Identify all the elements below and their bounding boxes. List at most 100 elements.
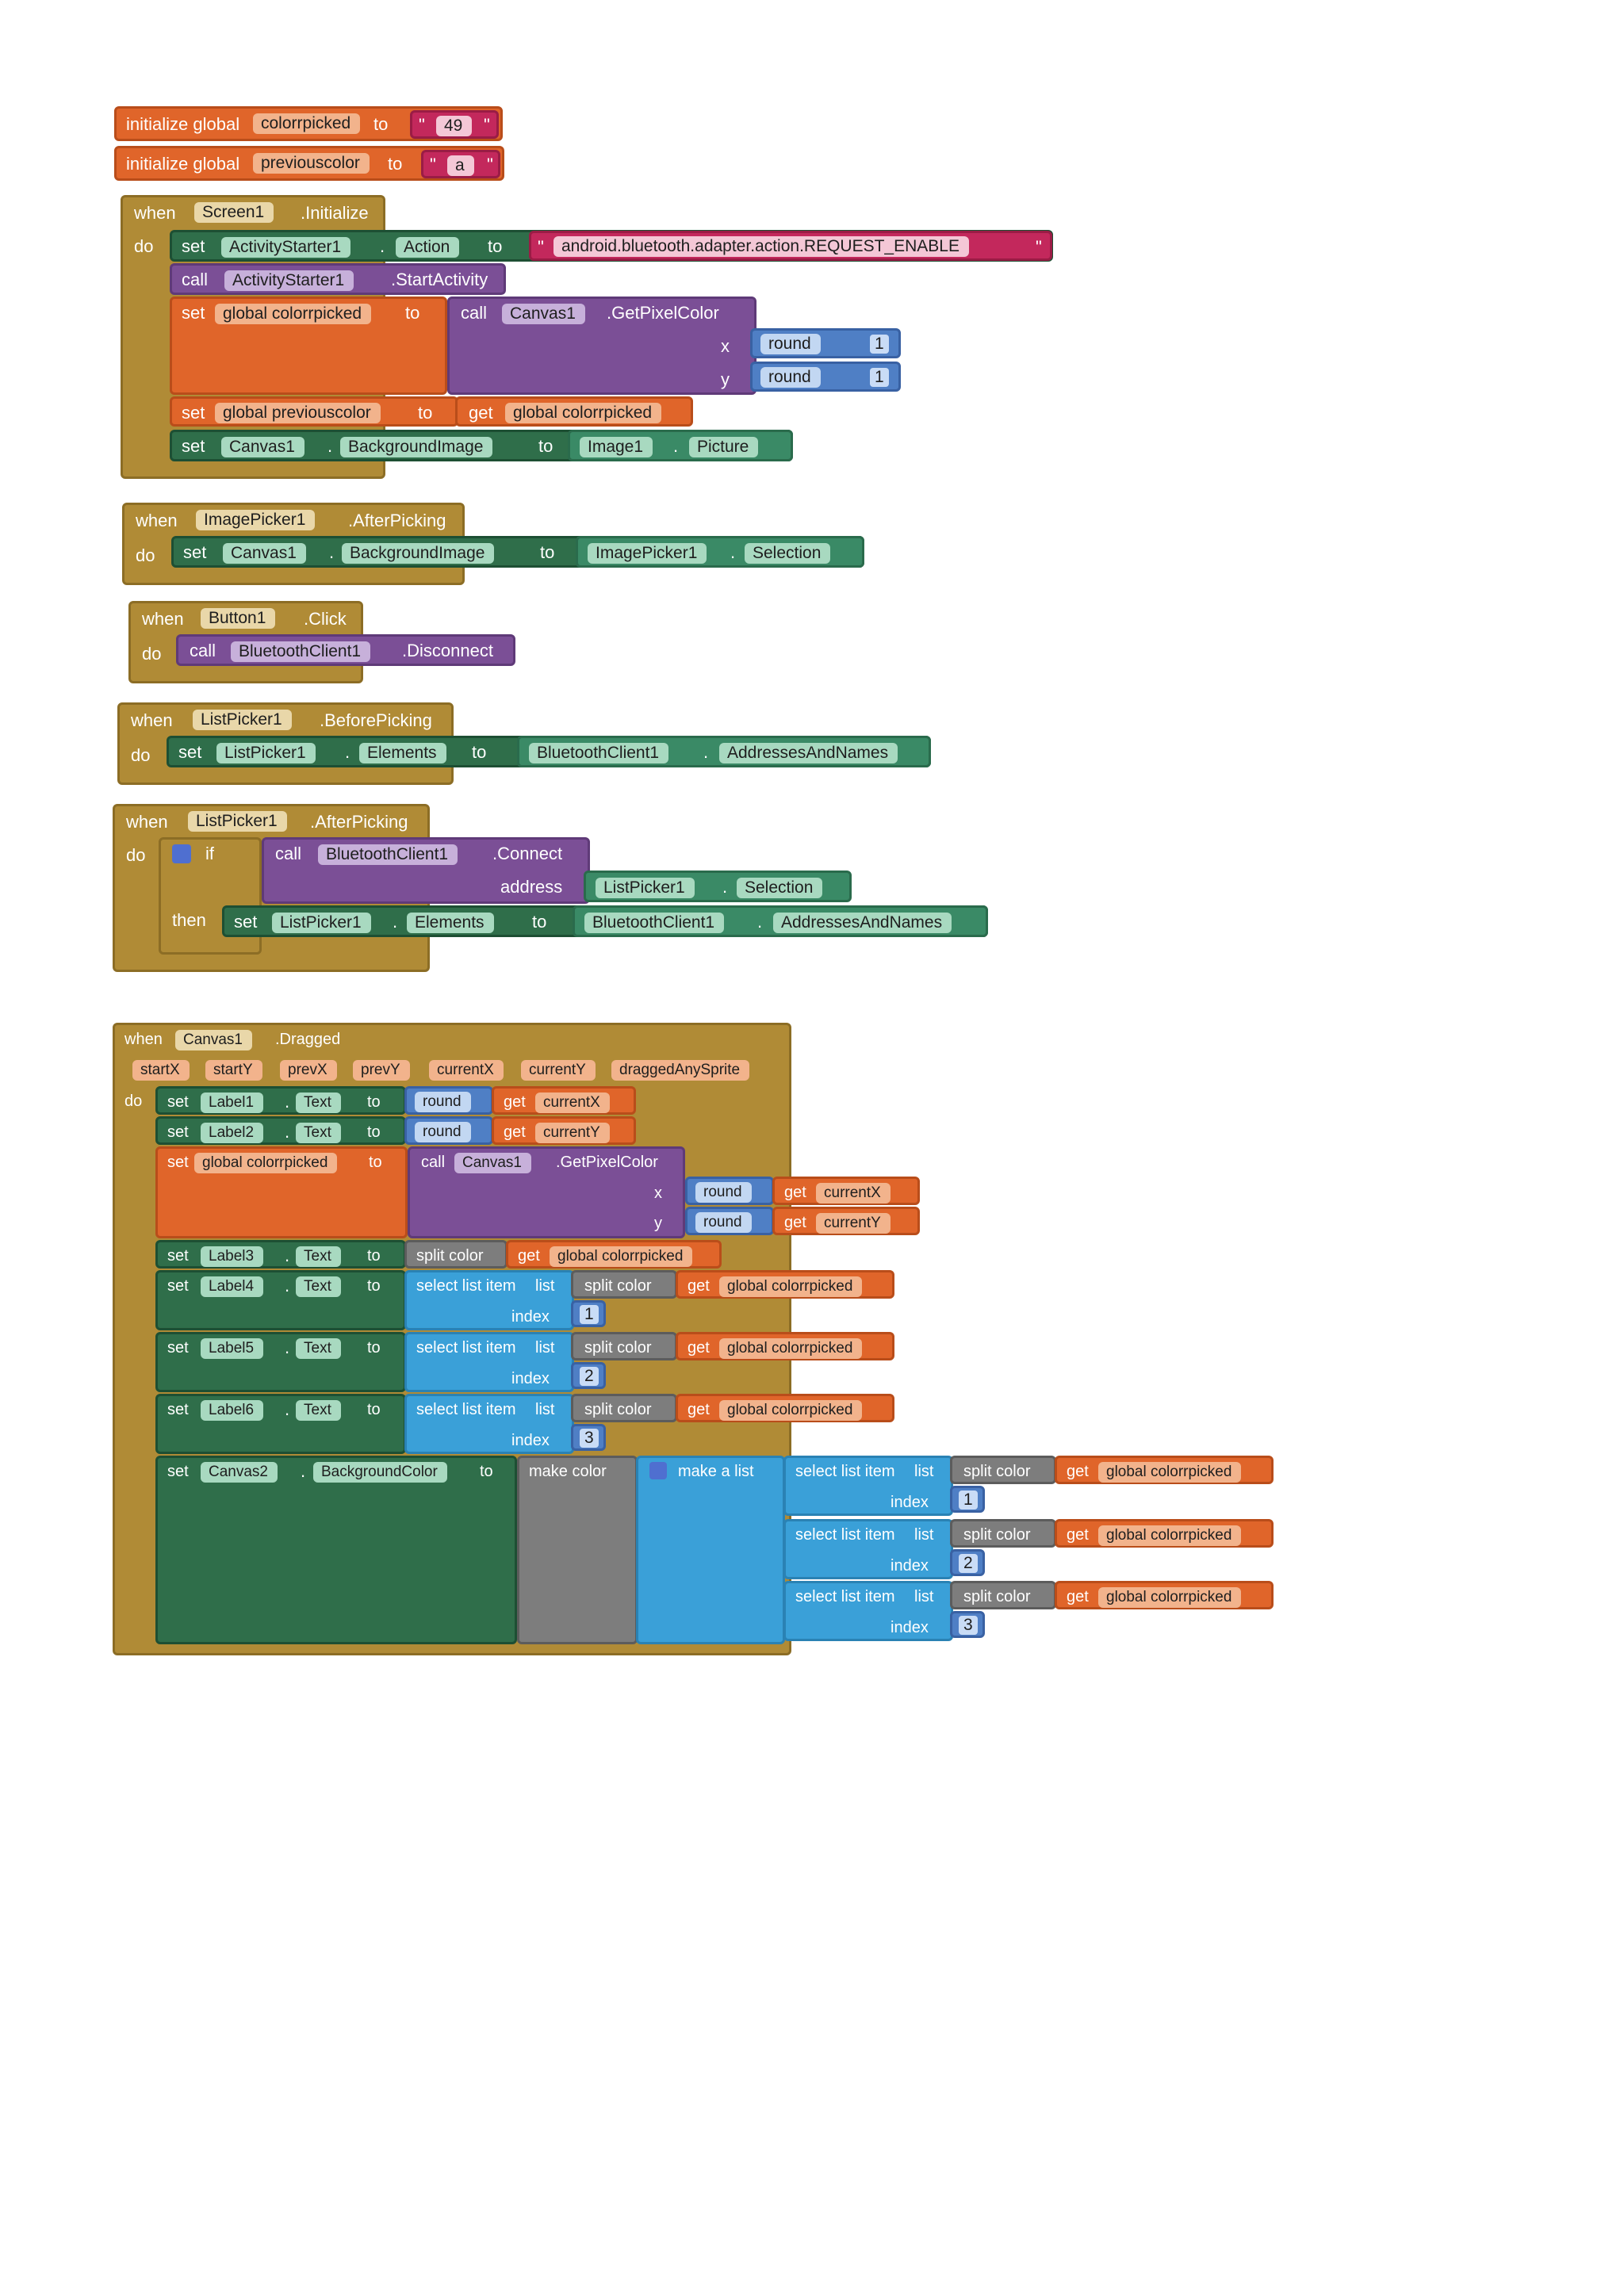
- variable-dropdown[interactable]: global colorrpicked: [550, 1246, 693, 1267]
- round-dropdown[interactable]: round: [415, 1092, 471, 1112]
- mutator-gear-icon[interactable]: [172, 844, 191, 863]
- component-dropdown[interactable]: Canvas2: [201, 1462, 278, 1483]
- property-dropdown[interactable]: AddressesAndNames: [773, 913, 952, 933]
- variable-dropdown[interactable]: global previouscolor: [215, 403, 381, 423]
- property-dropdown[interactable]: Action: [396, 237, 460, 258]
- round-dropdown[interactable]: round: [760, 367, 821, 388]
- component-dropdown[interactable]: Canvas1: [502, 304, 585, 324]
- component-dropdown[interactable]: Label6: [201, 1400, 264, 1421]
- make-a-list-block[interactable]: make a list: [636, 1456, 785, 1644]
- property-dropdown[interactable]: Text: [296, 1093, 341, 1113]
- param-currentx[interactable]: currentX: [429, 1060, 504, 1081]
- select-list-item-block[interactable]: select list item list index: [783, 1519, 953, 1579]
- get-global-colorpicked-block[interactable]: get global colorrpicked: [676, 1332, 894, 1360]
- call-canvas-getpixelcolor-block[interactable]: call Canvas1 .GetPixelColor x y: [447, 297, 756, 395]
- component-dropdown[interactable]: Label2: [201, 1123, 264, 1143]
- component-dropdown[interactable]: ListPicker1: [216, 743, 316, 763]
- component-dropdown[interactable]: ListPicker1: [272, 913, 371, 933]
- component-dropdown[interactable]: Label5: [201, 1338, 264, 1359]
- call-canvas-getpixelcolor-block[interactable]: call Canvas1 .GetPixelColor x y: [408, 1146, 685, 1238]
- call-bluetooth-connect-block[interactable]: call BluetoothClient1 .Connect address: [262, 837, 590, 904]
- text-value[interactable]: android.bluetooth.adapter.action.REQUEST…: [553, 236, 969, 257]
- number-block[interactable]: 1: [950, 1486, 985, 1513]
- get-bluetooth-addresses-block[interactable]: BluetoothClient1 . AddressesAndNames: [517, 736, 931, 767]
- component-dropdown[interactable]: ImagePicker1: [588, 543, 707, 564]
- text-value[interactable]: 49: [436, 116, 473, 136]
- component-dropdown[interactable]: BluetoothClient1: [584, 913, 725, 933]
- set-label5-text-block[interactable]: set Label5 . Text to: [155, 1332, 406, 1392]
- get-global-colorpicked-block[interactable]: get global colorrpicked: [1055, 1519, 1274, 1548]
- variable-dropdown[interactable]: global colorrpicked: [215, 304, 372, 324]
- get-bluetooth-addresses-block[interactable]: BluetoothClient1 . AddressesAndNames: [573, 905, 988, 937]
- param-prevx[interactable]: prevX: [280, 1060, 337, 1081]
- variable-dropdown[interactable]: global colorrpicked: [719, 1338, 863, 1359]
- select-list-item-block[interactable]: select list item list index: [783, 1456, 953, 1516]
- property-dropdown[interactable]: Elements: [407, 913, 494, 933]
- variable-dropdown[interactable]: global colorrpicked: [1098, 1587, 1242, 1608]
- variable-dropdown[interactable]: currentY: [816, 1213, 891, 1234]
- component-dropdown[interactable]: ListPicker1: [188, 811, 287, 832]
- number-literal[interactable]: 2: [959, 1554, 978, 1573]
- component-dropdown[interactable]: BluetoothClient1: [529, 743, 669, 763]
- round-dropdown[interactable]: round: [695, 1182, 752, 1203]
- set-label4-text-block[interactable]: set Label4 . Text to: [155, 1270, 406, 1330]
- round-block[interactable]: round: [404, 1116, 493, 1145]
- component-dropdown[interactable]: ActivityStarter1: [221, 237, 351, 258]
- variable-dropdown[interactable]: global colorrpicked: [719, 1400, 863, 1421]
- variable-dropdown[interactable]: global colorrpicked: [719, 1276, 863, 1297]
- component-dropdown[interactable]: Image1: [580, 437, 653, 457]
- set-label6-text-block[interactable]: set Label6 . Text to: [155, 1394, 406, 1454]
- split-color-block[interactable]: split color: [571, 1270, 677, 1299]
- property-dropdown[interactable]: BackgroundColor: [313, 1462, 447, 1483]
- number-literal[interactable]: 2: [580, 1367, 599, 1386]
- call-startactivity-block[interactable]: call ActivityStarter1 .StartActivity: [170, 263, 506, 295]
- component-dropdown[interactable]: ActivityStarter1: [224, 270, 354, 291]
- param-currenty[interactable]: currentY: [521, 1060, 596, 1081]
- get-global-colorpicked-block[interactable]: get global colorrpicked: [676, 1270, 894, 1299]
- component-dropdown[interactable]: Canvas1: [175, 1030, 252, 1050]
- get-global-colorpicked-block[interactable]: get global colorrpicked: [1055, 1456, 1274, 1484]
- select-list-item-block[interactable]: select list item list index: [404, 1332, 574, 1392]
- get-global-colorpicked-block[interactable]: get global colorrpicked: [506, 1240, 722, 1269]
- variable-dropdown[interactable]: currentY: [535, 1123, 610, 1143]
- param-startx[interactable]: startX: [132, 1060, 190, 1081]
- select-list-item-block[interactable]: select list item list index: [404, 1270, 574, 1330]
- split-color-block[interactable]: split color: [404, 1240, 508, 1269]
- number-block[interactable]: 3: [950, 1611, 985, 1638]
- set-global-colorpicked-block[interactable]: set global colorrpicked to: [155, 1146, 408, 1238]
- property-dropdown[interactable]: BackgroundImage: [342, 543, 495, 564]
- param-prevy[interactable]: prevY: [353, 1060, 410, 1081]
- component-dropdown[interactable]: ListPicker1: [596, 878, 695, 898]
- property-dropdown[interactable]: Text: [296, 1338, 341, 1359]
- call-bluetooth-disconnect-block[interactable]: call BluetoothClient1 .Disconnect: [176, 634, 515, 666]
- property-dropdown[interactable]: Selection: [737, 878, 823, 898]
- text-literal-block[interactable]: " android.bluetooth.adapter.action.REQUE…: [529, 231, 1052, 261]
- property-dropdown[interactable]: Picture: [689, 437, 759, 457]
- property-dropdown[interactable]: AddressesAndNames: [719, 743, 898, 763]
- get-currenty-block[interactable]: get currentY: [492, 1116, 636, 1145]
- round-block[interactable]: round: [685, 1207, 774, 1235]
- round-dropdown[interactable]: round: [695, 1212, 752, 1233]
- number-literal[interactable]: 1: [870, 368, 889, 387]
- get-currentx-block[interactable]: get currentX: [772, 1177, 920, 1205]
- variable-dropdown[interactable]: global colorrpicked: [194, 1153, 338, 1173]
- round-block[interactable]: round: [404, 1086, 493, 1115]
- component-dropdown[interactable]: Canvas1: [221, 437, 304, 457]
- variable-dropdown[interactable]: global colorrpicked: [1098, 1462, 1242, 1483]
- round-dropdown[interactable]: round: [415, 1122, 471, 1142]
- param-draggedanysprite[interactable]: draggedAnySprite: [611, 1060, 750, 1081]
- split-color-block[interactable]: split color: [571, 1394, 677, 1422]
- property-dropdown[interactable]: Text: [296, 1276, 341, 1297]
- component-dropdown[interactable]: Screen1: [194, 202, 274, 223]
- split-color-block[interactable]: split color: [950, 1581, 1056, 1609]
- round-y-block[interactable]: round 1: [750, 362, 901, 392]
- number-literal[interactable]: 1: [580, 1305, 599, 1324]
- property-dropdown[interactable]: Elements: [359, 743, 446, 763]
- component-dropdown[interactable]: ListPicker1: [193, 710, 292, 730]
- component-dropdown[interactable]: BluetoothClient1: [318, 844, 458, 865]
- component-dropdown[interactable]: ImagePicker1: [196, 510, 316, 530]
- select-list-item-block[interactable]: select list item list index: [783, 1581, 953, 1641]
- component-dropdown[interactable]: Button1: [201, 608, 276, 629]
- component-dropdown[interactable]: Label1: [201, 1093, 264, 1113]
